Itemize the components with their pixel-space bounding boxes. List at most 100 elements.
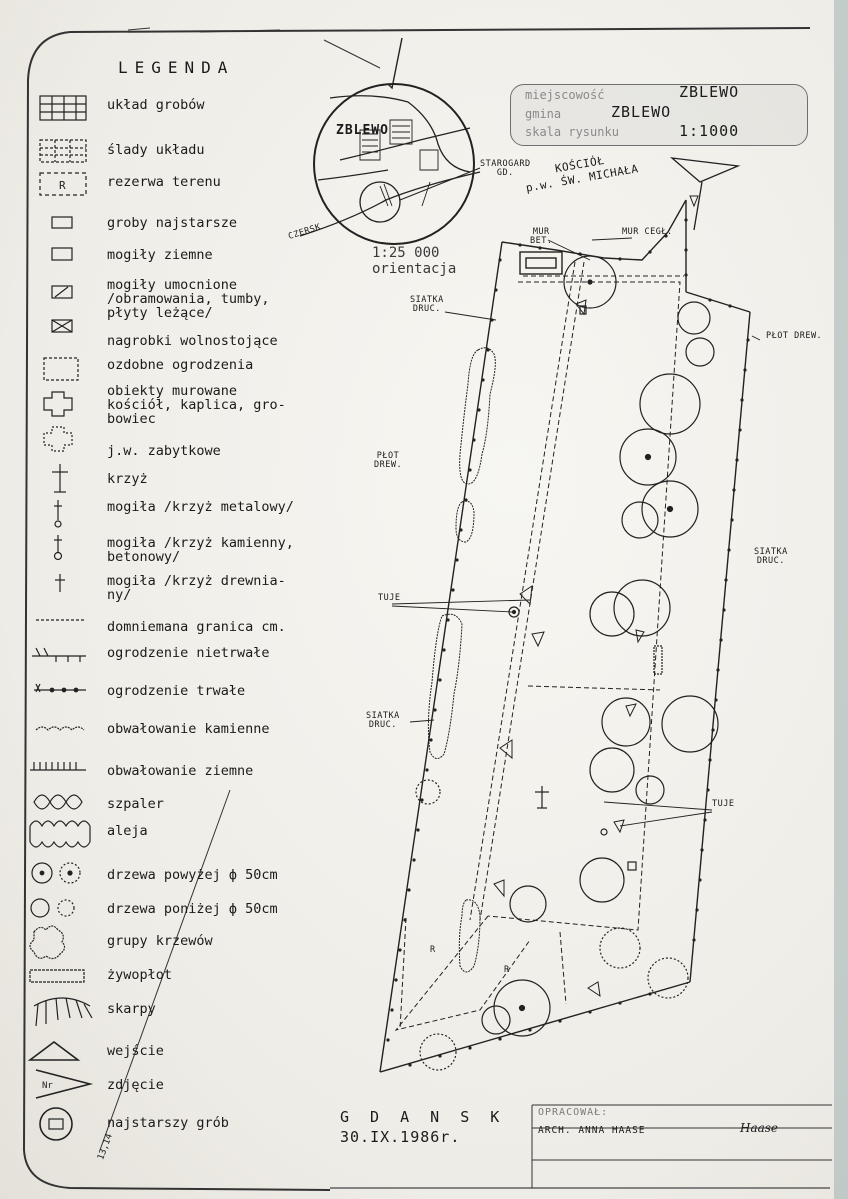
label-plot-drew-1: PŁOT DREW. xyxy=(766,331,823,341)
legend-item-label: mogiły ziemne xyxy=(107,247,213,263)
legend-item-label: ogrodzenie nietrwałe xyxy=(107,645,270,661)
perm-fence-icon xyxy=(34,683,86,693)
stamp-place-value: ZBLEWO xyxy=(679,83,740,101)
legend-item-label: wejście xyxy=(107,1043,164,1059)
photo-arrows xyxy=(493,195,699,998)
legend-item-label: zdjęcie xyxy=(107,1077,164,1093)
legend-item-label: żywopłot xyxy=(107,967,173,983)
left-hedges xyxy=(427,347,496,973)
entrance-icon xyxy=(27,1041,81,1061)
shrubs-icon xyxy=(29,925,66,960)
stone-cross-icon xyxy=(53,535,63,561)
legend-item-label: skarpy xyxy=(107,1001,156,1017)
stamp-scale-value: 1:1000 xyxy=(679,122,740,140)
legend-item-label: j.w. zabytkowe xyxy=(107,443,221,459)
north-arrow xyxy=(387,37,403,90)
plan-graves xyxy=(508,305,663,871)
boundary-bottom xyxy=(379,981,691,1073)
legend-item-label: mogiły umocnione /obramowania, tumby, pł… xyxy=(107,277,270,321)
hedge-icon xyxy=(29,969,85,983)
legend-item-label: drzewa poniżej ф 50cm xyxy=(107,901,278,917)
reserve-icon xyxy=(39,172,87,196)
cross-icon xyxy=(52,464,68,493)
svg-text:R: R xyxy=(59,179,66,192)
label-tuje-1: TUJE xyxy=(378,593,401,603)
legend-item-label: ogrodzenie trwałe xyxy=(107,683,246,699)
rect-icon xyxy=(51,247,73,261)
label-mur-bet: MUR BET. xyxy=(530,227,553,246)
inset-hatching xyxy=(359,119,439,207)
legend-item-label: drzewa powyżej ф 50cm xyxy=(107,867,278,883)
boundary-top-right xyxy=(685,291,751,313)
label-siatka-3: SIATKA DRUC. xyxy=(366,711,400,730)
stamp-place-label: miejscowość xyxy=(525,88,605,102)
dashed-rect-icon xyxy=(43,357,79,381)
stray-lines xyxy=(99,27,832,1188)
slope-icon xyxy=(33,997,93,1027)
legend-item-label: szpaler xyxy=(107,796,164,812)
prepared-label: OPRACOWAŁ: xyxy=(538,1107,609,1118)
temp-fence-icon xyxy=(32,647,86,662)
sheet-frame xyxy=(22,27,811,1191)
small-trees-icon xyxy=(30,898,75,918)
legend-symbols: R Nr xyxy=(27,95,94,1141)
label-tuje-2: TUJE xyxy=(712,799,735,809)
stamp-scale-label: skala rysunku xyxy=(525,125,619,139)
hatched-rect-icon xyxy=(51,285,73,299)
label-mur-cegl: MUR CEGŁ. xyxy=(622,227,673,237)
church-building xyxy=(519,251,563,275)
legend-item-label: układ grobów xyxy=(107,97,205,113)
road-main xyxy=(329,95,471,173)
author-name: ARCH. ANNA HAASE xyxy=(538,1125,646,1136)
label-plot-drew-2: PŁOT DREW. xyxy=(374,451,403,470)
earth-bank-icon xyxy=(30,762,86,771)
boundary-right xyxy=(689,311,751,983)
author-box: OPRACOWAŁ: ARCH. ANNA HAASE Haase xyxy=(532,1105,832,1183)
plan-trees xyxy=(415,255,719,1071)
author-signature: Haase xyxy=(740,1121,779,1135)
paper-edge xyxy=(834,0,848,1199)
brick-wall xyxy=(501,199,687,261)
footer-city: G D A N S K xyxy=(340,1108,506,1126)
stone-bank-icon xyxy=(35,726,85,731)
plan-north-arrow xyxy=(669,157,741,231)
legend-item-label: groby najstarsze xyxy=(107,215,238,231)
stamp-parish-value: ZBLEWO xyxy=(611,103,672,121)
legend-item-label: ślady układu xyxy=(107,142,205,158)
svg-text:Nr: Nr xyxy=(42,1081,53,1091)
legend-item-label: mogiła /krzyż drewnia- ny/ xyxy=(107,573,286,603)
title-stamp: miejscowość ZBLEWO gmina ZBLEWO skala ry… xyxy=(510,83,808,146)
cemetery-plan xyxy=(379,195,761,1073)
espalier-icon xyxy=(33,794,83,810)
legend-item-label: grupy krzewów xyxy=(107,933,213,949)
legend-item-label: nagrobki wolnostojące xyxy=(107,333,278,349)
inner-paths xyxy=(394,261,684,1031)
inset-scale: 1:25 000 orientacja xyxy=(372,245,456,277)
inset-cemetery-circle xyxy=(359,181,401,223)
big-trees-icon xyxy=(31,862,81,884)
label-r-2: R xyxy=(504,965,510,975)
legend-item-label: aleja xyxy=(107,823,148,839)
legend-item-label: najstarszy grób xyxy=(107,1115,229,1131)
label-r-1: R xyxy=(430,945,436,955)
inset-caption: orientacja xyxy=(372,261,457,277)
label-siatka-1: SIATKA DRUC. xyxy=(410,295,444,314)
dotted-church-icon xyxy=(43,426,73,452)
inset-scale-value: 1:25 000 xyxy=(372,245,440,261)
legend-item-label: mogiła /krzyż metalowy/ xyxy=(107,499,294,515)
wooden-cross-icon xyxy=(55,574,65,592)
dashed-grid-icon xyxy=(39,139,87,163)
footer-date: 30.IX.1986r. xyxy=(340,1128,461,1146)
legend-item-label: rezerwa terenu xyxy=(107,174,221,190)
small-rect-icon xyxy=(51,216,73,229)
leader-lines xyxy=(391,237,761,827)
legend-item-label: obwałowanie ziemne xyxy=(107,763,254,779)
alley-icon xyxy=(29,820,91,848)
legend-item-label: ozdobne ogrodzenia xyxy=(107,357,254,373)
inset-starogard-label: STAROGARD GD. xyxy=(480,159,531,178)
legend-item-label: obwałowanie kamienne xyxy=(107,721,270,737)
grid-icon xyxy=(39,95,87,121)
church-icon xyxy=(43,391,73,417)
boundary-left xyxy=(379,241,503,1073)
